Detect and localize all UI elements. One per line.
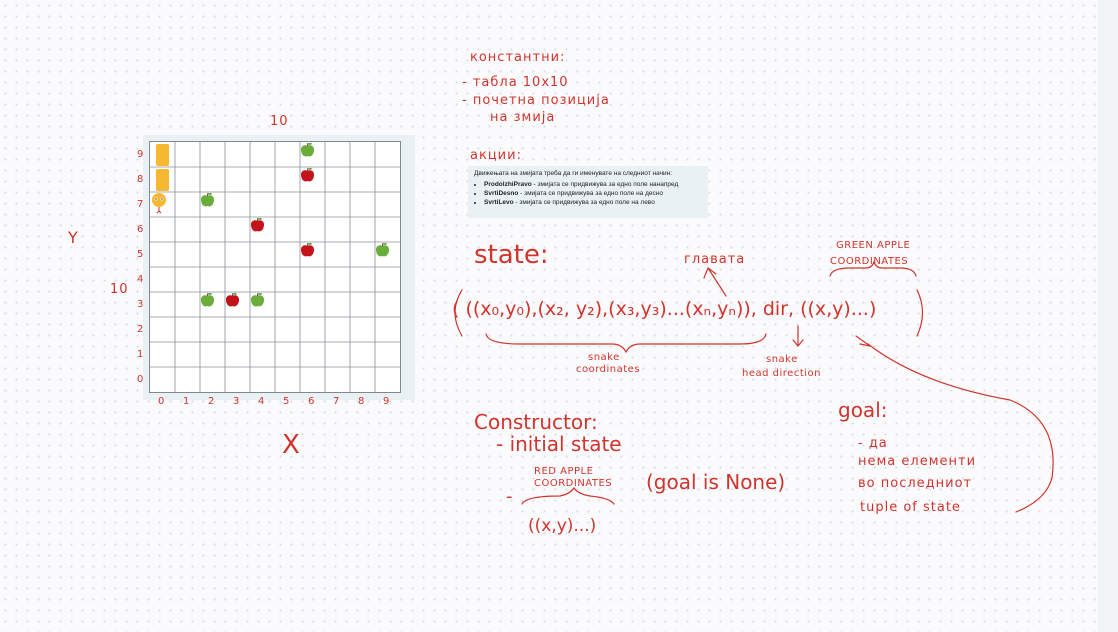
- y-index-label: 2: [137, 324, 144, 335]
- y-index-label: 7: [137, 199, 144, 210]
- x-axis-label: X: [282, 430, 300, 460]
- y-index-label: 5: [137, 249, 144, 260]
- snake-coords-label-2: coordinates: [576, 364, 641, 375]
- x-index-label: 8: [358, 396, 365, 407]
- constants-title: константни:: [470, 50, 566, 65]
- action-item: SvrtiLevo - змијата се придвижува за едн…: [484, 199, 702, 206]
- y-index-label: 9: [137, 149, 144, 160]
- y-index-label: 8: [137, 174, 144, 185]
- green-apple: [200, 292, 225, 317]
- head-label: главата: [684, 252, 746, 267]
- constructor-dash: -: [506, 486, 513, 507]
- action-name: SvrtiDesno: [484, 190, 519, 197]
- state-tuple: ( ((x₀,y₀),(x₂, y₂),(x₃,y₃)...(xₙ,yₙ)), …: [452, 298, 877, 320]
- goal-line-1: - да: [858, 436, 888, 451]
- board-caption: [146, 135, 176, 138]
- red-apple-tuple: ((x,y)...): [528, 516, 597, 536]
- red-apple-label-2: COORDINATES: [534, 478, 613, 489]
- goal-title: goal:: [838, 398, 888, 422]
- goal-line-4: tuple of state: [860, 500, 961, 515]
- y-index-label: 0: [137, 374, 144, 385]
- red-apple: [300, 167, 325, 192]
- action-desc: - змијата се придвижува за едно поле нан…: [531, 181, 679, 188]
- x-index-label: 1: [183, 396, 190, 407]
- action-desc: - змијата се придвижува за едно поле на …: [518, 190, 663, 197]
- red-apple-brace: [521, 486, 615, 505]
- action-name: SvrtiLevo: [484, 199, 514, 206]
- action-desc: - змијата се придвижува за едно поле на …: [513, 199, 655, 206]
- board-size-label: 10: [270, 114, 289, 129]
- goal-none-note: (goal is None): [646, 470, 786, 494]
- x-index-label: 3: [233, 396, 240, 407]
- constants-line-3: на змија: [490, 110, 556, 125]
- green-apple: [250, 292, 275, 317]
- goal-line-2: нема елементи: [858, 454, 977, 469]
- y-axis-label: Y: [68, 228, 79, 247]
- y-index-label: 1: [137, 349, 144, 360]
- x-index-label: 0: [158, 396, 165, 407]
- snake-head-icon: [152, 193, 166, 214]
- x-index-label: 5: [283, 396, 290, 407]
- red-apple: [300, 242, 325, 267]
- goal-line-3: во последниот: [858, 476, 973, 491]
- green-apple-icon: [200, 292, 215, 307]
- x-index-label: 6: [308, 396, 315, 407]
- x-index-label: 7: [333, 396, 340, 407]
- constructor-line-1: - initial state: [496, 432, 622, 456]
- snake-body-segment: [150, 142, 175, 167]
- green-apple-label-2: COORDINATES: [830, 256, 909, 267]
- action-item: SvrtiDesno - змијата се придвижува за ед…: [484, 190, 702, 197]
- board-grid: [149, 141, 401, 393]
- grid-lines: [150, 142, 400, 392]
- tuple-close-paren: [916, 289, 924, 337]
- constants-line-2: - почетна позиција: [462, 93, 610, 108]
- right-edge-strip: [1098, 0, 1118, 632]
- snake-coords-label-1: snake: [588, 352, 620, 363]
- green-apple: [300, 142, 325, 167]
- head-direction-label-2: head direction: [742, 368, 821, 379]
- green-apple: [375, 242, 400, 267]
- x-index-label: 9: [383, 396, 390, 407]
- y-index-label: 4: [137, 274, 144, 285]
- constants-line-1: - табла 10x10: [462, 75, 569, 90]
- red-apple-icon: [300, 167, 315, 182]
- snake-head: [150, 192, 175, 217]
- green-apple-icon: [200, 192, 215, 207]
- red-apple-icon: [250, 217, 265, 232]
- snake-body-segment: [150, 167, 175, 192]
- green-apple-icon: [375, 242, 390, 257]
- actions-title: акции:: [470, 148, 522, 163]
- red-apple: [225, 292, 250, 317]
- dir-arrow: [792, 325, 804, 347]
- x-index-label: 2: [208, 396, 215, 407]
- red-apple-label-1: RED APPLE: [534, 466, 594, 477]
- head-direction-label-1: snake: [766, 354, 798, 365]
- board-height-label: 10: [110, 282, 129, 297]
- game-board: [143, 135, 415, 400]
- green-apple-icon: [250, 292, 265, 307]
- constructor-title: Constructor:: [474, 410, 598, 434]
- actions-info-panel: Движењата на змијата треба да ги именува…: [468, 166, 708, 218]
- action-item: ProdolzhiPravo - змијата се придвижува з…: [484, 181, 702, 188]
- snake-coords-brace: [485, 333, 767, 354]
- green-apple: [200, 192, 225, 217]
- state-title: state:: [474, 240, 549, 270]
- green-apple-label-1: GREEN APPLE: [836, 240, 911, 251]
- actions-intro: Движењата на змијата треба да ги именува…: [474, 170, 673, 177]
- head-arrow: [703, 267, 727, 297]
- x-index-label: 4: [258, 396, 265, 407]
- red-apple-icon: [225, 292, 240, 307]
- y-index-label: 6: [137, 224, 144, 235]
- red-apple: [250, 217, 275, 242]
- red-apple-icon: [300, 242, 315, 257]
- green-apple-icon: [300, 142, 315, 157]
- y-index-label: 3: [137, 299, 144, 310]
- action-name: ProdolzhiPravo: [484, 181, 532, 188]
- actions-list: ProdolzhiPravo - змијата се придвижува з…: [474, 181, 702, 206]
